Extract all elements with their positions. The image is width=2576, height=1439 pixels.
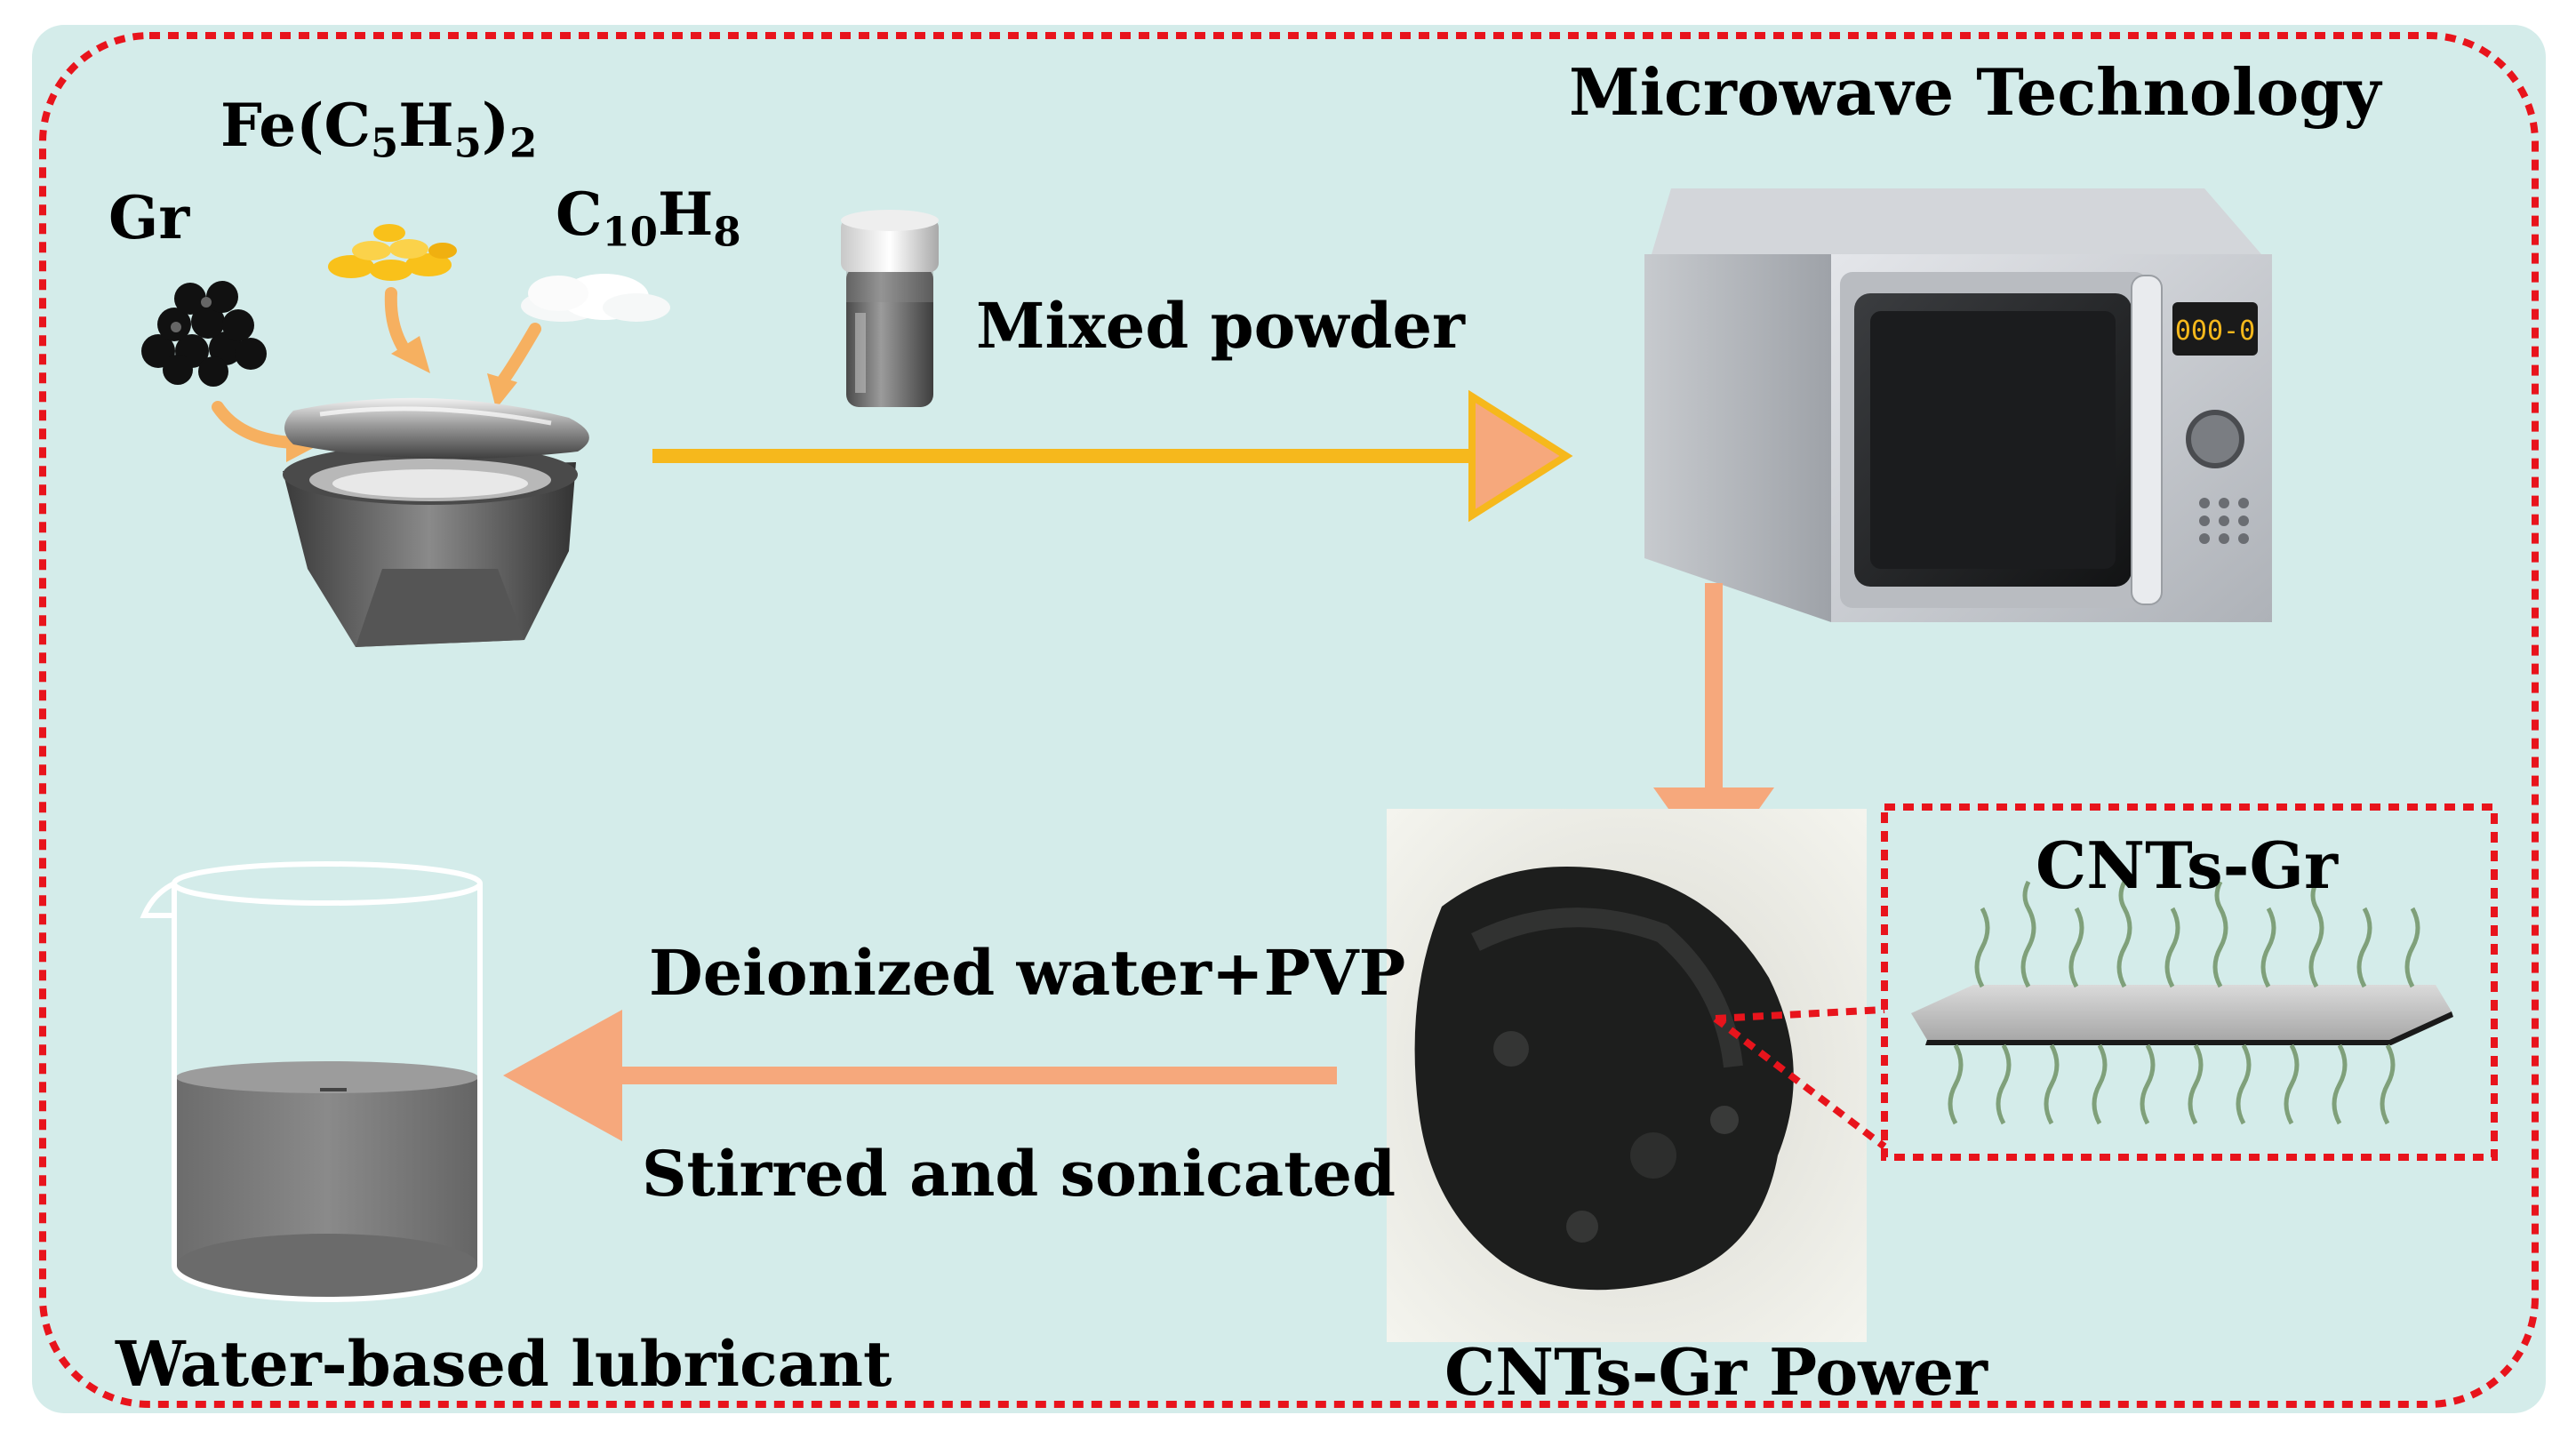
pestle <box>284 397 589 460</box>
ferrocene-text-2: H <box>398 91 454 160</box>
label-gr: Gr <box>108 183 190 252</box>
beaker <box>140 861 483 1302</box>
cnts-gr-callout-box <box>1881 803 2498 1161</box>
vial <box>841 210 939 407</box>
ferrocene-sub-3: 2 <box>509 119 538 167</box>
naphthalene-text-2: H <box>657 180 714 249</box>
cnts-gr-schematic <box>1911 880 2453 1125</box>
feed-arrow-gr <box>212 401 300 449</box>
naphthalene-cloud <box>521 274 670 322</box>
arrow-left-head <box>503 1010 622 1141</box>
label-water-based-lubricant: Water-based lubricant <box>116 1327 892 1401</box>
label-naphthalene: C10H8 <box>556 185 741 252</box>
ferrocene-text-1: Fe(C <box>220 91 371 160</box>
ferrocene-granules <box>328 224 457 281</box>
feed-arrow-naphthalene <box>497 323 541 387</box>
graphite-balls <box>141 281 267 387</box>
callout-line-top <box>1715 1006 1885 1022</box>
naphthalene-sub-2: 8 <box>713 208 741 256</box>
label-ferrocene: Fe(C5H5)2 <box>220 96 537 164</box>
outer-dashed-border <box>39 32 2539 1408</box>
label-microwave-technology: Microwave Technology <box>1569 54 2381 130</box>
callout-line-bottom <box>1713 1015 1887 1150</box>
feed-arrow-ferrocene-head <box>391 336 430 373</box>
label-cnts-gr: CNTs-Gr <box>2036 827 2338 903</box>
arrow-to-microwave-shaft <box>652 449 1488 463</box>
naphthalene-text-1: C <box>556 180 603 249</box>
ferrocene-sub-2: 5 <box>453 119 482 167</box>
arrow-down-shaft <box>1705 583 1723 793</box>
ferrocene-text-3: ) <box>481 91 510 160</box>
arrow-left-shaft <box>613 1067 1337 1084</box>
mortar <box>283 444 578 647</box>
label-mixed-powder: Mixed powder <box>976 289 1465 363</box>
cnts-gr-powder-photo <box>1387 809 1867 1342</box>
label-cnts-gr-power: CNTs-Gr Power <box>1444 1334 1988 1410</box>
microwave-display-text: 000-0 <box>2175 316 2255 347</box>
feed-arrow-naphthalene-head <box>487 373 517 409</box>
label-deionized-water-pvp: Deionized water+PVP <box>649 936 1406 1010</box>
naphthalene-sub-1: 10 <box>602 208 658 256</box>
microwave-oven <box>1644 188 2272 622</box>
arrow-to-microwave-head <box>1468 389 1573 523</box>
ferrocene-sub-1: 5 <box>371 119 399 167</box>
label-stirred-sonicated: Stirred and sonicated <box>642 1137 1396 1211</box>
